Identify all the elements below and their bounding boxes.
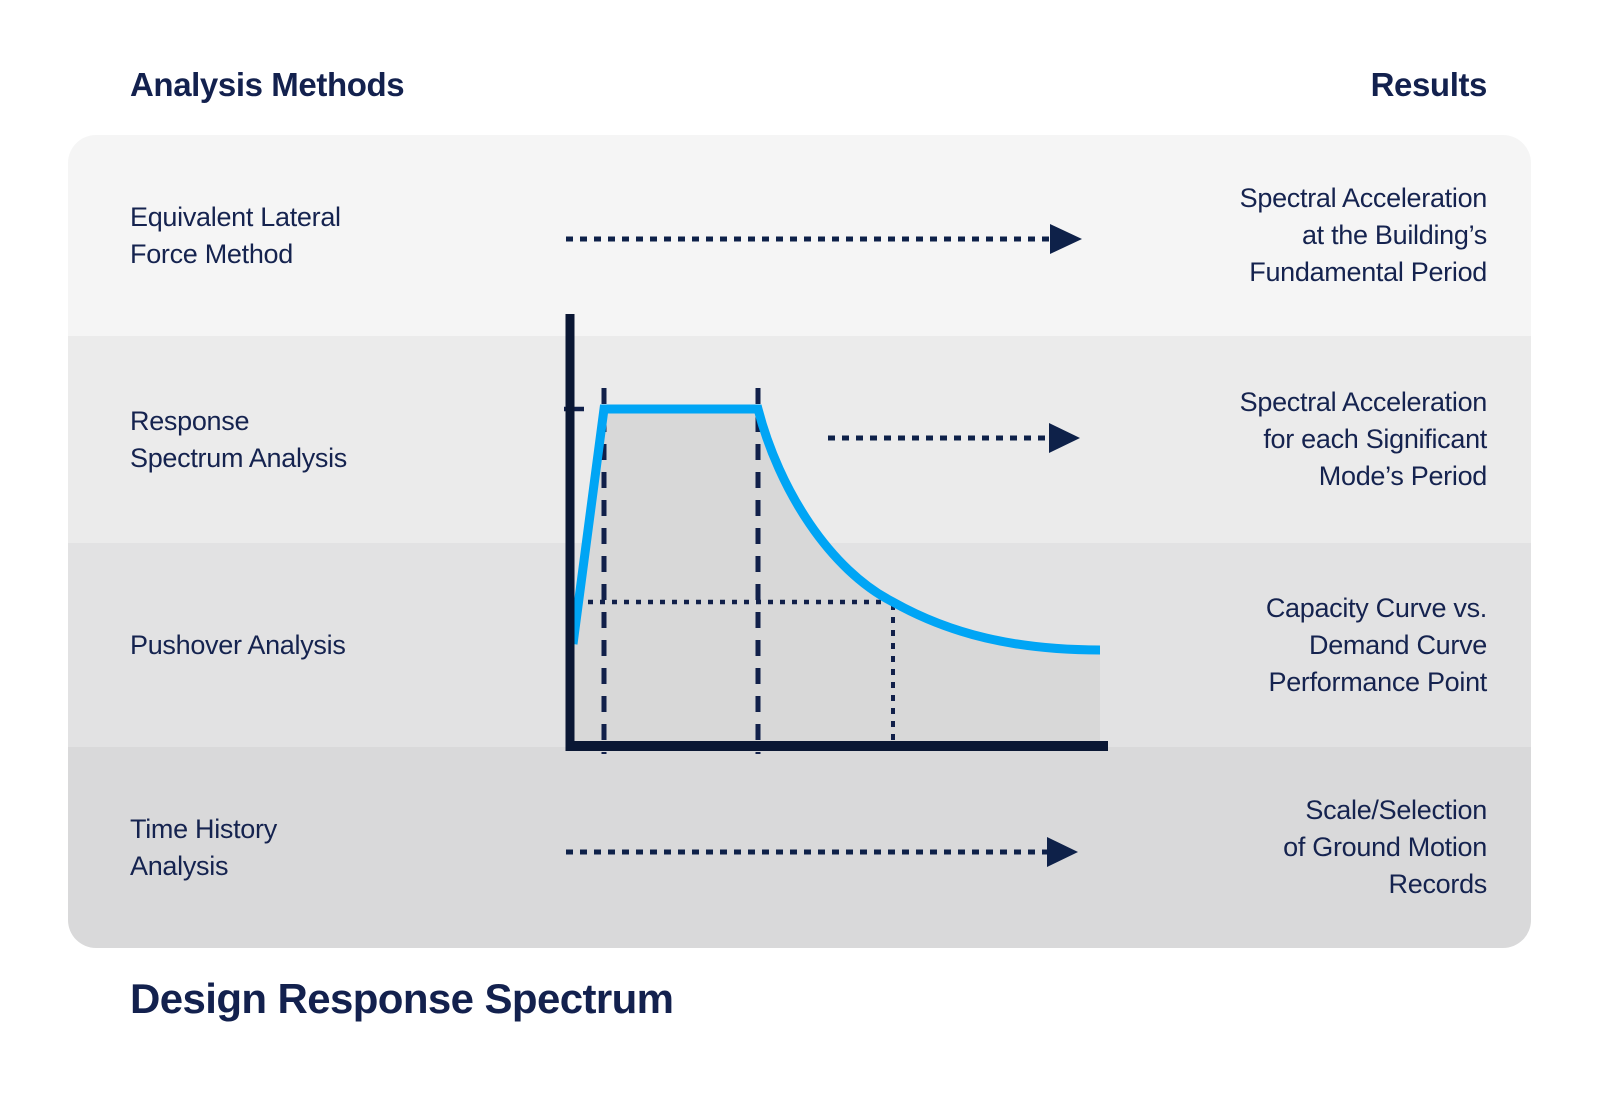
row-time-history-analysis: Time History Analysis Scale/Selection of… xyxy=(68,747,1531,948)
method-label: Equivalent Lateral Force Method xyxy=(130,201,341,269)
row-equivalent-lateral-force: Equivalent Lateral Force Method Spectral… xyxy=(68,135,1531,336)
method-label: Pushover Analysis xyxy=(130,629,346,660)
method-result-bands: Equivalent Lateral Force Method Spectral… xyxy=(68,135,1531,948)
chart-caption: Design Response Spectrum xyxy=(130,975,674,1022)
column-header-analysis-methods: Analysis Methods xyxy=(130,66,405,103)
result-label: Capacity Curve vs. Demand Curve Performa… xyxy=(1265,592,1487,697)
row-response-spectrum-analysis: Response Spectrum Analysis Spectral Acce… xyxy=(68,336,1531,543)
result-label: Spectral Acceleration at the Building’s … xyxy=(1239,183,1488,287)
method-label: Time History Analysis xyxy=(130,813,277,881)
row-pushover-analysis: Pushover Analysis Capacity Curve vs. Dem… xyxy=(68,543,1531,747)
result-label: Spectral Acceleration for each Significa… xyxy=(1239,387,1488,491)
column-header-results: Results xyxy=(1370,66,1488,103)
result-label: Scale/Selection of Ground Motion Records xyxy=(1283,795,1487,899)
method-label: Response Spectrum Analysis xyxy=(130,405,347,473)
